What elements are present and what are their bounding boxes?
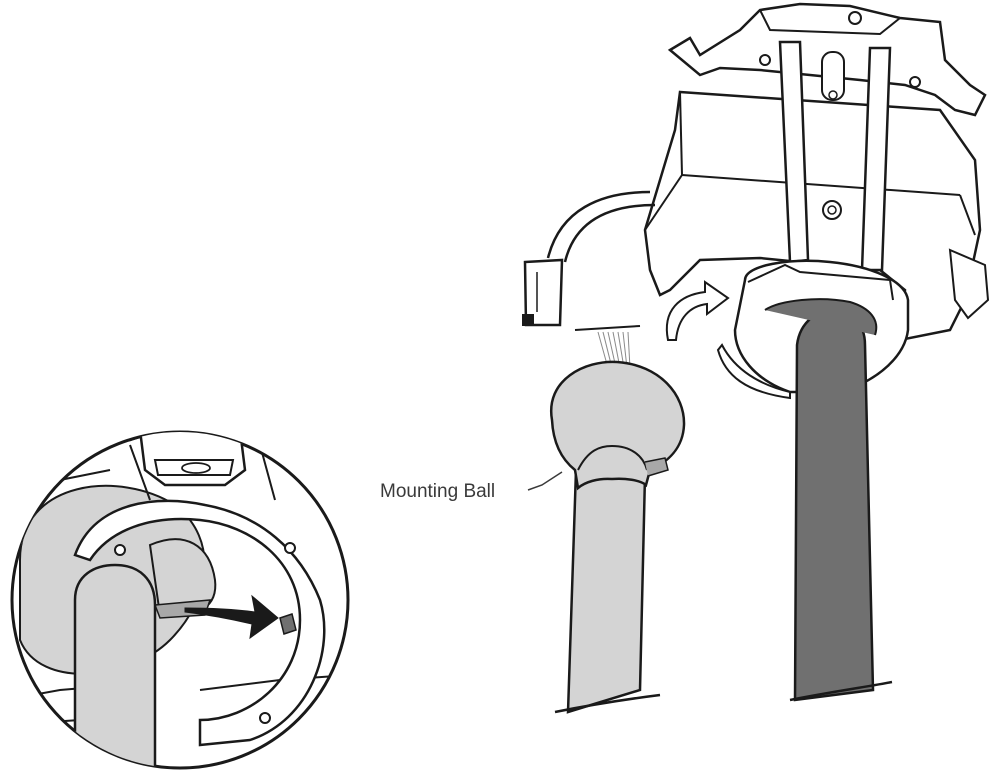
dark-pole (793, 308, 875, 702)
callout-leader (527, 471, 563, 491)
camera-housing (522, 2, 990, 702)
callout-label: Mounting Ball (380, 481, 495, 502)
alignment-arrow (184, 594, 279, 640)
mounting-ball-assembly: Mounting Ball (380, 325, 686, 714)
detail-mount-ring (73, 499, 326, 747)
detail-magnifier (10, 430, 350, 770)
rotation-arrow (665, 280, 730, 341)
cable-connector (522, 190, 656, 327)
fork-arms (778, 40, 892, 272)
detail-top-tab (129, 432, 276, 501)
